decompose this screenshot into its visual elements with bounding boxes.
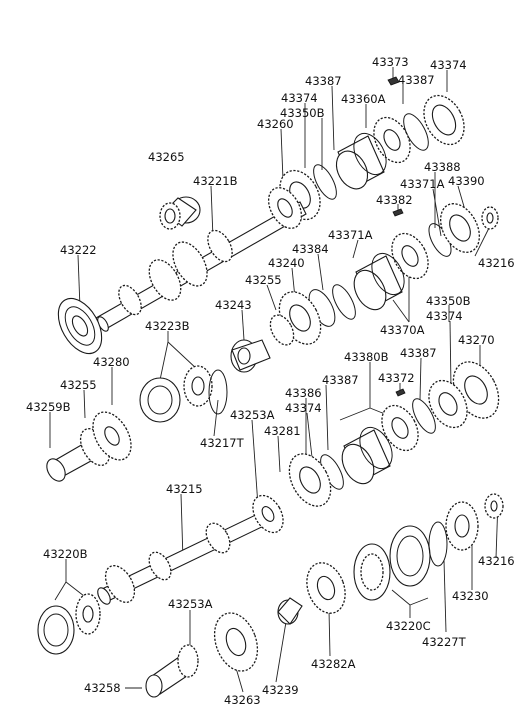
output-shaft-43215 bbox=[97, 494, 284, 605]
label-43370a: 43370A bbox=[380, 323, 425, 337]
label-43255-a: 43255 bbox=[245, 273, 282, 287]
label-43220b: 43220B bbox=[43, 547, 88, 561]
label-43360a: 43360A bbox=[341, 92, 386, 106]
label-43255-b: 43255 bbox=[60, 378, 97, 392]
label-43390: 43390 bbox=[448, 174, 485, 188]
label-43382: 43382 bbox=[376, 193, 413, 207]
label-43281: 43281 bbox=[264, 424, 301, 438]
label-43386: 43386 bbox=[285, 386, 322, 400]
label-43280: 43280 bbox=[93, 355, 130, 369]
label-43259b: 43259B bbox=[26, 400, 71, 414]
lower-synchro-assembly bbox=[288, 361, 500, 507]
label-43374-c: 43374 bbox=[426, 309, 463, 323]
label-43258: 43258 bbox=[84, 681, 121, 695]
label-43253a-top: 43253A bbox=[230, 408, 275, 422]
ball-bearing-43222 bbox=[57, 297, 103, 355]
label-43373: 43373 bbox=[372, 55, 409, 69]
upper-right-parts bbox=[392, 203, 499, 257]
label-43350b: 43350B bbox=[426, 294, 471, 308]
label-43215: 43215 bbox=[166, 482, 203, 496]
label-43374-d: 43374 bbox=[285, 401, 322, 415]
label-43220c: 43220C bbox=[386, 619, 431, 633]
lower-left-parts bbox=[145, 597, 303, 698]
label-43239: 43239 bbox=[262, 683, 299, 697]
label-43216-b: 43216 bbox=[478, 554, 515, 568]
label-43243: 43243 bbox=[215, 298, 252, 312]
label-43230: 43230 bbox=[452, 589, 489, 603]
label-43380b: 43380B bbox=[344, 350, 389, 364]
label-43374-b: 43374 bbox=[281, 91, 318, 105]
needle-bearing-43265 bbox=[159, 196, 201, 230]
label-43217t: 43217T bbox=[200, 436, 245, 450]
part-labels: 43373 43374 43387 43387 43374 43360A 433… bbox=[26, 55, 515, 707]
label-43263: 43263 bbox=[224, 693, 261, 707]
label-43387-a: 43387 bbox=[305, 74, 342, 88]
label-43227t: 43227T bbox=[422, 635, 467, 649]
label-43260: 43260 bbox=[257, 117, 294, 131]
label-43374-a: 43374 bbox=[430, 58, 467, 72]
label-43222: 43222 bbox=[60, 243, 97, 257]
bearing-43220b bbox=[37, 593, 101, 655]
label-43371a-top: 43371A bbox=[400, 177, 445, 191]
label-43372: 43372 bbox=[378, 371, 415, 385]
label-43387-b: 43387 bbox=[398, 73, 435, 87]
bearing-43223b bbox=[139, 365, 228, 423]
label-43221b: 43221B bbox=[193, 174, 238, 188]
label-43216-a: 43216 bbox=[478, 256, 515, 270]
label-43265: 43265 bbox=[148, 150, 185, 164]
label-43388: 43388 bbox=[424, 160, 461, 174]
lower-right-parts bbox=[306, 493, 504, 614]
label-43270: 43270 bbox=[458, 333, 495, 347]
label-43282a: 43282A bbox=[311, 657, 356, 671]
middle-synchro-assembly bbox=[230, 232, 429, 373]
label-43387-c: 43387 bbox=[400, 346, 437, 360]
gear-43280-assembly bbox=[46, 411, 132, 482]
label-43384: 43384 bbox=[292, 242, 329, 256]
label-43253a: 43253A bbox=[168, 597, 213, 611]
input-shaft-43221b bbox=[95, 187, 307, 332]
label-43371a: 43371A bbox=[328, 228, 373, 242]
label-43223b: 43223B bbox=[145, 319, 190, 333]
label-43387-d: 43387 bbox=[322, 373, 359, 387]
label-43240: 43240 bbox=[268, 256, 305, 270]
label-43350b-top: 43350B bbox=[280, 106, 325, 120]
